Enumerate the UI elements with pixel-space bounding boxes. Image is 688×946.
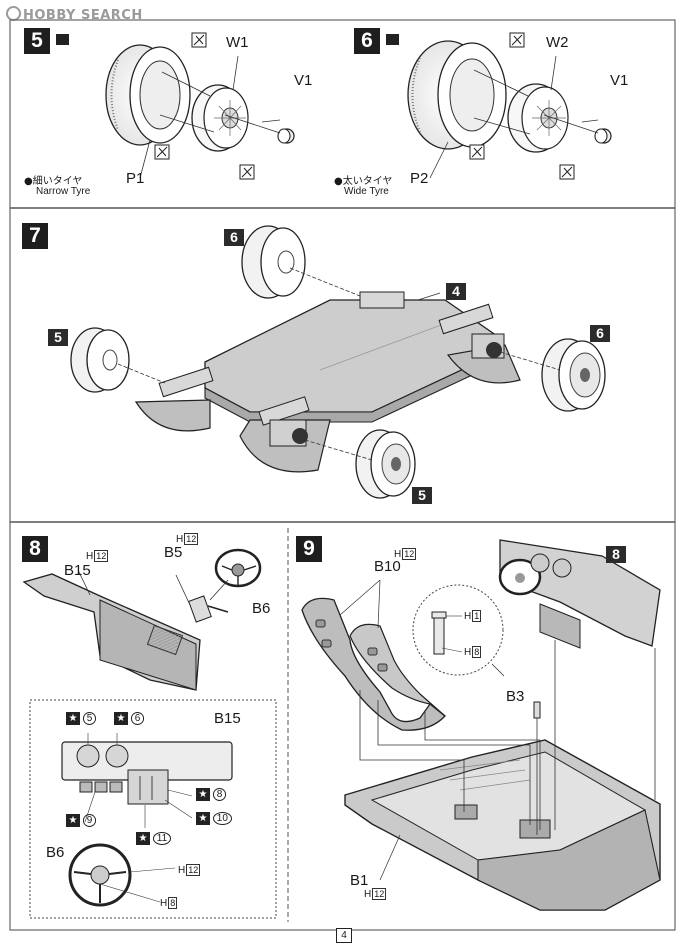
page-number: 4 (336, 928, 352, 943)
detail-title: B15 (214, 710, 241, 727)
star-badge: ★ 10 (196, 812, 232, 825)
star-badge: ★ 5 (66, 712, 97, 725)
glue-icon (56, 34, 69, 45)
detail-box (29, 699, 277, 919)
callout-front-right: 5 (412, 487, 432, 504)
tyre-note-jp: ●細いタイヤ (24, 176, 83, 187)
tyre-note-jp: ●太いタイヤ (334, 176, 393, 187)
part-label-v1: V1 (294, 72, 313, 89)
wheel-w2 (507, 83, 569, 153)
part-label-b15: B15 (64, 562, 91, 579)
wheel-rear-left (241, 225, 306, 299)
glue-mark (469, 144, 485, 160)
callout-rear-right: 6 (590, 325, 610, 342)
part-label-p2: P2 (410, 170, 429, 187)
wheel-front-left (70, 327, 130, 393)
step8-drawing (22, 548, 277, 919)
tyre-note-en: Wide Tyre (344, 186, 389, 197)
star-badge: ★ 11 (136, 832, 172, 845)
step9-drawing (301, 539, 661, 911)
star-badge: ★ 6 (114, 712, 145, 725)
step-number: 7 (22, 223, 48, 249)
callout-front-left: 5 (48, 329, 68, 346)
step6-drawing (407, 32, 612, 180)
cap-v1-right (594, 128, 612, 144)
pin-detail-circle (412, 584, 504, 676)
star-badge: ★ 8 (196, 788, 227, 801)
glue-mark (559, 164, 575, 180)
part-label-b5: B5 (164, 544, 183, 561)
part-label-w2: W2 (546, 34, 569, 51)
star-badge: ★ 9 (66, 814, 97, 827)
callout-chassis: 4 (446, 283, 466, 300)
step5-drawing (105, 32, 295, 180)
step-number: 9 (296, 536, 322, 562)
glue-mark (191, 32, 207, 48)
wheel-w1 (191, 84, 249, 152)
part-label-v1: V1 (610, 72, 629, 89)
glue-mark (239, 164, 255, 180)
callout-rear-left: 6 (224, 229, 244, 246)
step-number: 8 (22, 536, 48, 562)
part-label-b10: B10 (374, 558, 401, 575)
wheel-rear-right (541, 338, 606, 412)
tyre-p1 (105, 44, 191, 146)
tyre-note-en: Narrow Tyre (36, 186, 91, 197)
part-label-p1: P1 (126, 170, 145, 187)
tyre-p2 (407, 40, 507, 150)
part-label-b3: B3 (506, 688, 525, 705)
step7-drawing (70, 225, 606, 499)
callout-dashboard: 8 (606, 546, 626, 563)
step-number: 5 (24, 28, 50, 54)
glue-mark (509, 32, 525, 48)
glue-mark (154, 144, 170, 160)
detail-wheel-label: B6 (46, 844, 65, 861)
part-label-w1: W1 (226, 34, 249, 51)
glue-icon (386, 34, 399, 45)
part-label-b6: B6 (252, 600, 271, 617)
step-number: 6 (354, 28, 380, 54)
cap-v1 (277, 128, 295, 144)
wheel-front-right (355, 429, 416, 499)
part-label-b1: B1 (350, 872, 369, 889)
seat-right (349, 623, 446, 717)
